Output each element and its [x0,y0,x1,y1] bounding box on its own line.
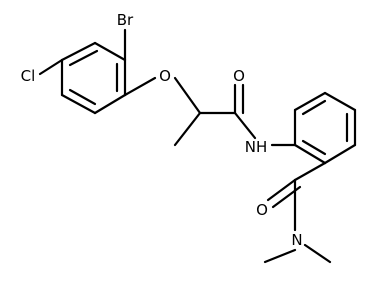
atom-n-dimethyl: N [291,231,302,249]
bond-carbonyl-nh [233,111,257,140]
bond-ring2-c [323,91,357,112]
bond-ring1-a [93,41,127,62]
atom-cl: Cl [21,67,36,85]
bond-ring1-d [60,93,97,115]
bond-ring-carbonyl2 [293,161,327,182]
bond-ring2-b [293,91,327,112]
atom-o-amide2: O [256,201,268,219]
chlorobromophenyl-ring [60,41,127,115]
bond-n-methyl-1 [263,248,297,264]
atom-o-ether: O [159,67,171,85]
benzamide-ring [293,91,357,165]
bond-c-cl [38,58,64,76]
bond-ring2-inner-1 [301,99,327,116]
bond-ring1-inner-2 [68,88,97,106]
bond-ring1-b [60,41,97,62]
bond-n-methyl-2 [303,243,332,264]
bond-ring1-e [93,93,127,115]
bond-c-o-ether [123,76,157,97]
atom-br: Br [117,11,134,29]
bond-ring2-f [293,143,327,165]
bond-ring1-inner-1 [68,49,99,67]
bond-ring2-inner-3 [301,139,327,156]
bond-o-ch [173,76,202,115]
bond-ring2-e [323,143,357,165]
atom-nh: NH [245,138,268,156]
bond-ch-methyl [173,111,202,147]
atom-o-amide1: O [233,67,245,85]
bond-carbonyl2-a [266,178,297,202]
